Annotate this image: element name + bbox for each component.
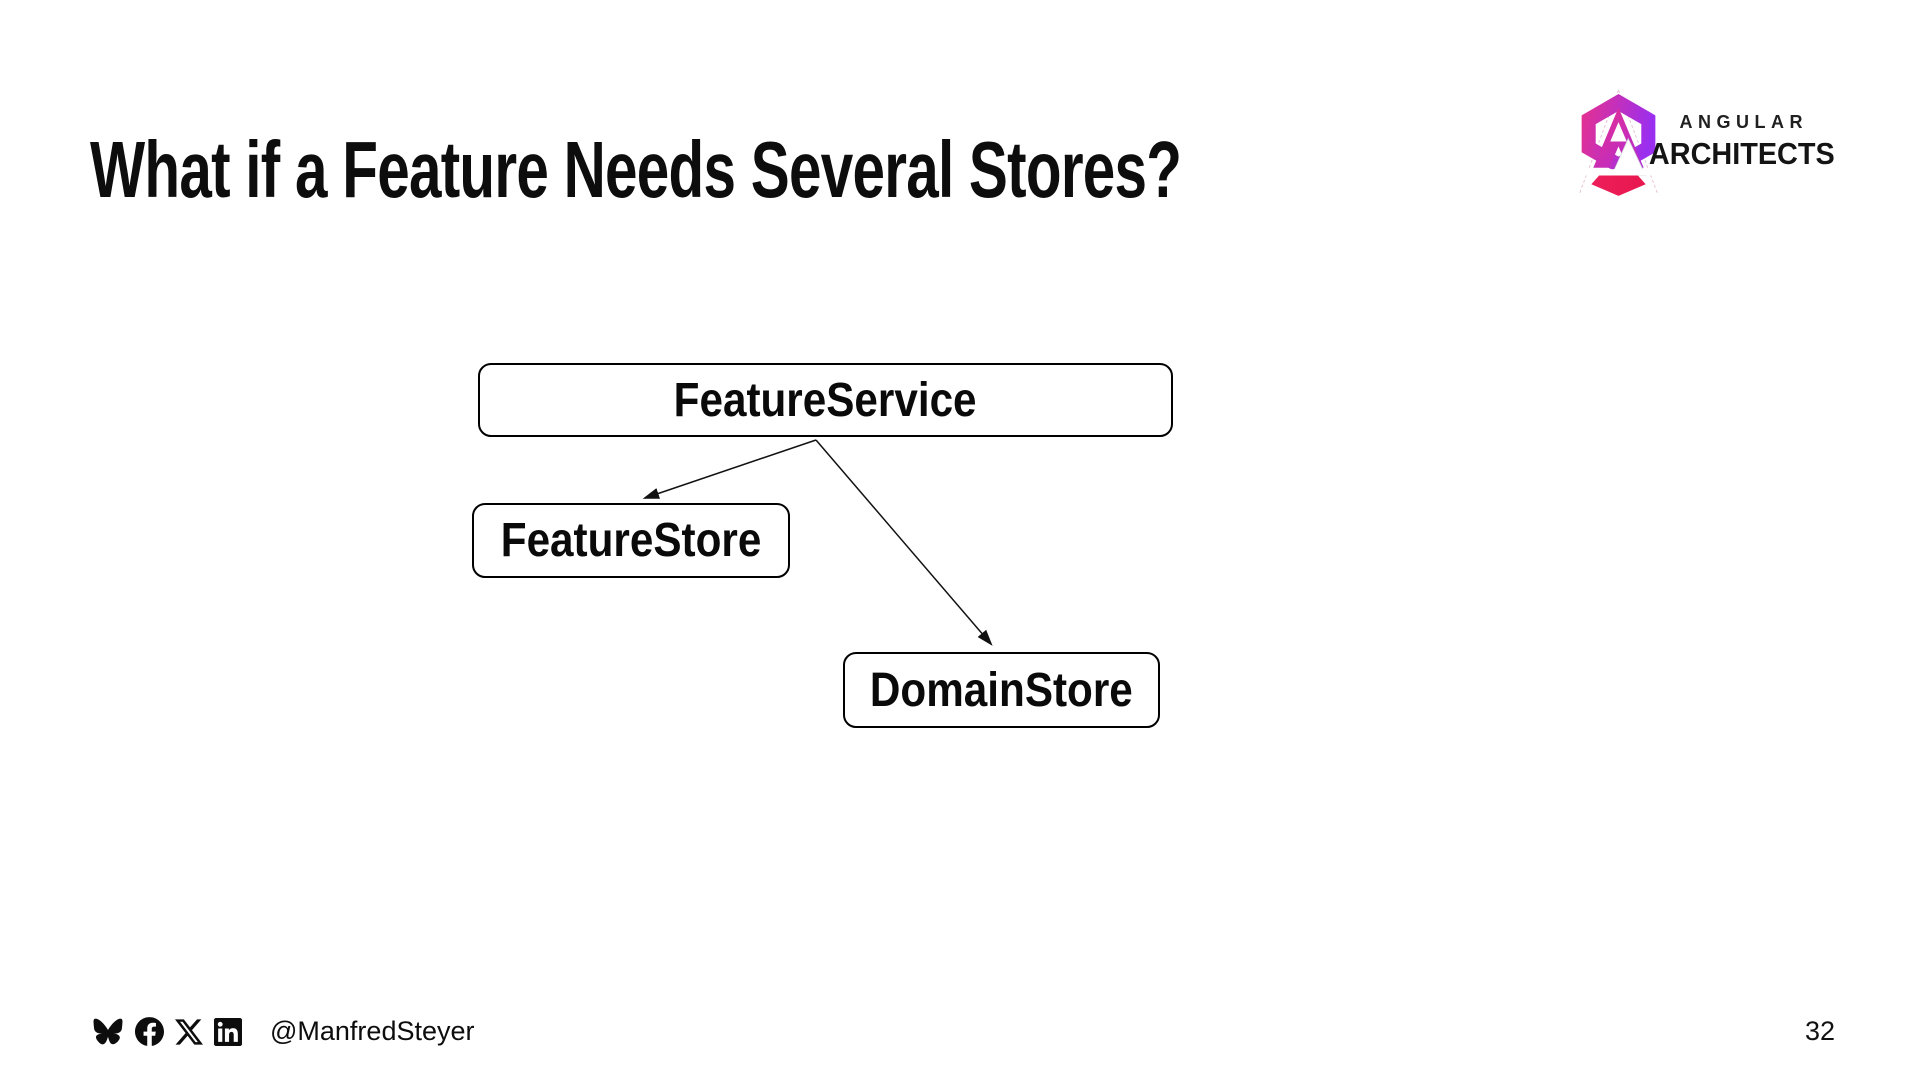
bluesky-icon [93,1018,123,1045]
logo-text-angular: ANGULAR [1679,112,1808,132]
edge-featureservice-featurestore [642,439,817,499]
page-title-text: What if a Feature Needs Several Stores? [90,125,1182,214]
edge-featureservice-domainstore [815,439,993,646]
diagram-node-feature-service: FeatureService [478,363,1173,437]
linkedin-icon [214,1017,242,1046]
angular-architects-logo: ANGULAR ARCHITECTS [1570,88,1870,203]
node-label: FeatureService [674,373,977,427]
node-label: FeatureStore [500,514,762,567]
diagram-node-feature-store: FeatureStore [472,503,790,578]
page-number: 32 [1804,1016,1836,1046]
page-title: What if a Feature Needs Several Stores? [90,130,1585,210]
logo-text: ANGULAR ARCHITECTS [1642,112,1840,172]
diagram-node-domain-store: DomainStore [843,652,1160,728]
logo-text-architects: ARCHITECTS [1648,136,1835,171]
footer-handle: @ManfredSteyer [270,1016,475,1046]
footer: @ManfredSteyer [92,1016,475,1047]
angular-architects-logo-icon [1574,89,1663,196]
facebook-icon [135,1017,164,1046]
node-label: DomainStore [870,663,1133,717]
social-icons [92,1017,242,1046]
x-icon [175,1018,203,1045]
